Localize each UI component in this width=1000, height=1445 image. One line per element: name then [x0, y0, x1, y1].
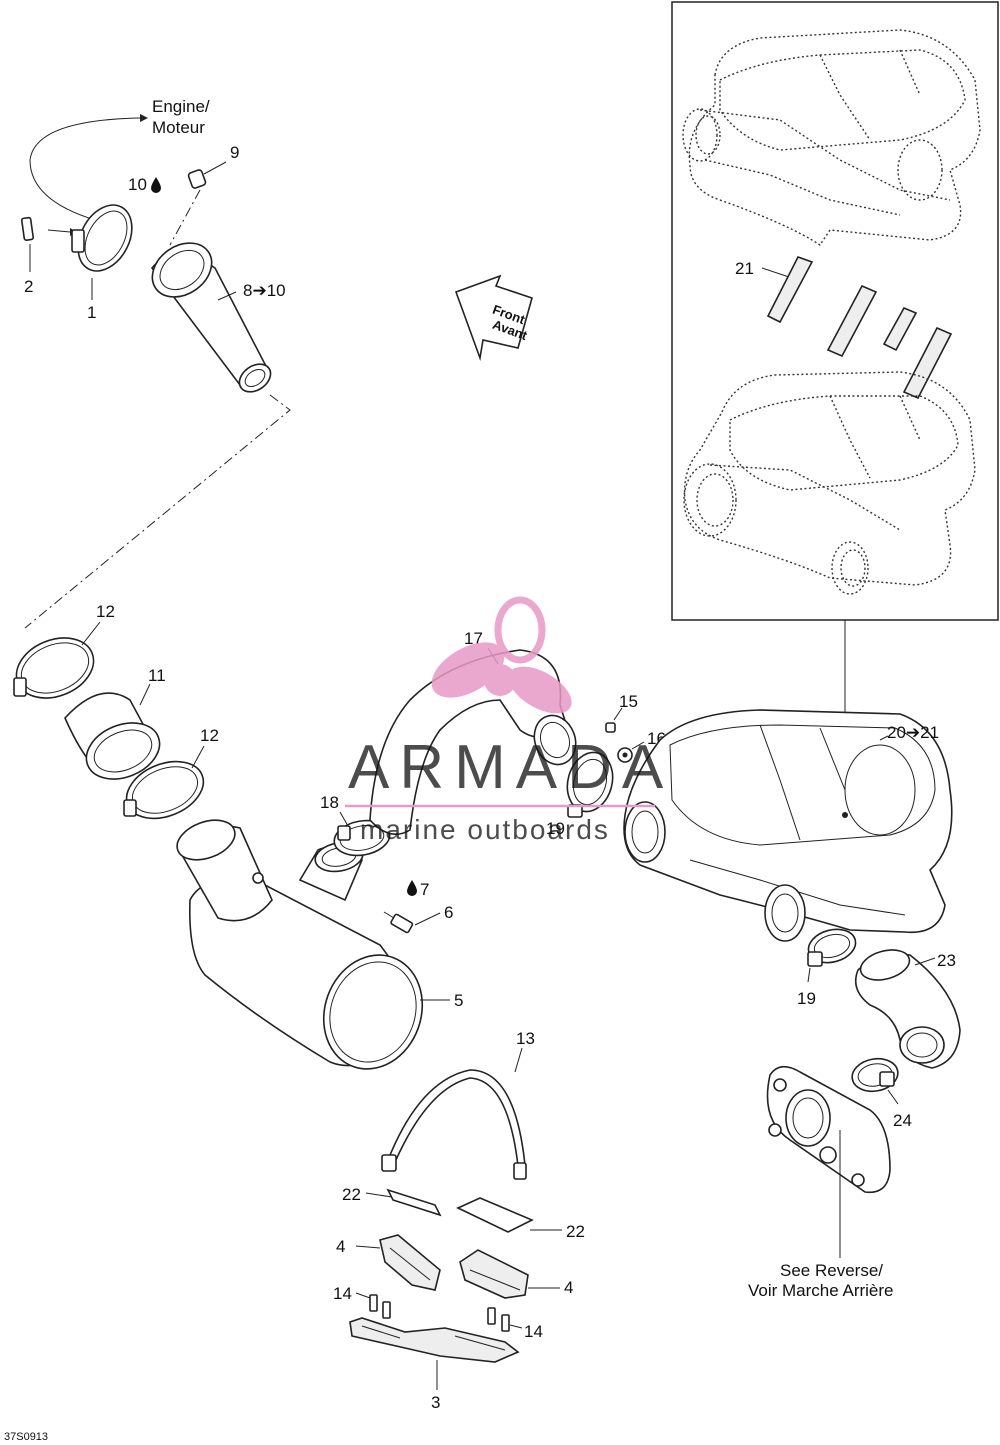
callout-10: 10 — [128, 175, 147, 194]
engine-direction: Engine/ Moteur — [29, 97, 210, 221]
part-14-screws: 14 14 — [333, 1284, 543, 1341]
callout-22-left: 22 — [342, 1185, 361, 1204]
part-22-pads: 22 22 — [342, 1185, 585, 1241]
part-4-brackets: 4 4 — [336, 1234, 573, 1299]
dash-link-outlet — [24, 394, 291, 629]
front-direction-arrow: Front Avant — [454, 274, 533, 362]
part-23-elbow-hose: 23 — [854, 949, 961, 1069]
callout-22-right: 22 — [566, 1222, 585, 1241]
watermark-brand: ARMADA — [348, 733, 673, 802]
callout-13: 13 — [516, 1029, 535, 1048]
callout-18: 18 — [320, 793, 339, 812]
rubber-strips — [766, 256, 953, 400]
callout-7: 7 — [420, 880, 429, 899]
outlet-plate: See Reverse/ Voir Marche Arrière — [748, 1065, 894, 1300]
callout-2: 2 — [24, 277, 33, 296]
part-6-sensor: 6 — [383, 903, 453, 934]
muffler-inset-box: 21 — [671, 1, 999, 621]
callout-8-10: 8➔10 — [243, 281, 286, 300]
engine-label: Engine/ — [152, 97, 210, 116]
inset-muffler-bottom — [683, 371, 976, 595]
callout-24: 24 — [893, 1111, 912, 1130]
diagram-code: 37S0913 — [4, 1431, 48, 1443]
callout-4-right: 4 — [564, 1278, 573, 1297]
part-13-strap: 13 — [381, 1029, 535, 1180]
part-3-mount-plate: 3 — [349, 1317, 520, 1412]
voir-marche-label: Voir Marche Arrière — [748, 1281, 894, 1300]
part-20-resonator: 20➔21 — [623, 709, 953, 942]
callout-15: 15 — [619, 692, 638, 711]
callout-5: 5 — [454, 991, 463, 1010]
callout-14-left: 14 — [333, 1284, 352, 1303]
callout-14-right: 14 — [524, 1322, 543, 1341]
callout-19-lower: 19 — [797, 989, 816, 1008]
armada-watermark: ARMADA marine outboards — [345, 596, 673, 845]
sealant-drop-icon-7 — [407, 880, 417, 896]
part-12-clamp-upper: 12 — [13, 602, 115, 699]
part-19-clamp-upper: 19 — [546, 751, 614, 838]
part-2-pin: 2 — [20, 216, 77, 296]
part-24-clamp: 24 — [851, 1057, 912, 1130]
part-15-screw: 15 — [605, 692, 638, 733]
callout-9: 9 — [230, 143, 239, 162]
callout-21: 21 — [735, 259, 754, 278]
part-12-clamp-lower: 12 — [123, 726, 219, 820]
part-8-exhaust-outlet: 8➔10 — [150, 242, 286, 393]
part-19-clamp-lower: 19 — [797, 928, 857, 1008]
callout-12-lower: 12 — [200, 726, 219, 745]
callout-20-21: 20➔21 — [887, 723, 939, 742]
callout-11: 11 — [148, 666, 166, 685]
part-1-clamp: 1 — [71, 204, 133, 322]
part-9-fitting: 9 — [169, 143, 239, 246]
moteur-label: Moteur — [152, 118, 205, 137]
callout-6: 6 — [444, 903, 453, 922]
propeller-logo — [431, 596, 572, 714]
sealant-drop-icon — [151, 177, 161, 193]
callout-12-upper: 12 — [96, 602, 115, 621]
callout-3: 3 — [431, 1393, 440, 1412]
see-reverse-label: See Reverse/ — [780, 1261, 883, 1280]
inset-muffler-top — [682, 29, 981, 246]
part-11-hose: 11 — [64, 666, 166, 780]
callout-4-left: 4 — [336, 1237, 345, 1256]
callout-1: 1 — [87, 303, 96, 322]
callout-23: 23 — [937, 951, 956, 970]
callout-19-upper: 19 — [546, 819, 565, 838]
part-5-muffler: 5 — [176, 819, 463, 1070]
watermark-tagline: marine outboards — [360, 814, 610, 845]
